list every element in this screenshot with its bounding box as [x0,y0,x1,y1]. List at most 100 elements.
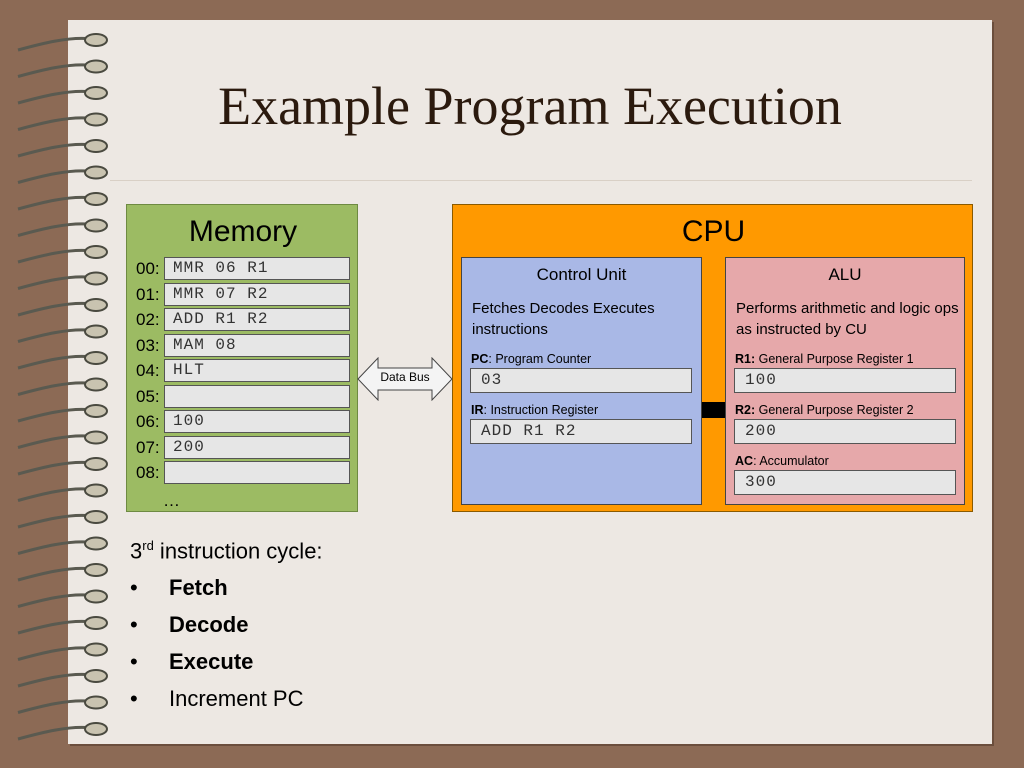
control-unit-panel: Control Unit Fetches Decodes Executes in… [461,257,702,505]
spiral-hole [84,271,108,286]
memory-cell: MMR 07 R2 [164,282,350,306]
memory-cell: ADD R1 R2 [164,308,350,331]
spiral-hole [84,377,108,392]
data-bus-label: Data Bus [380,370,430,384]
memory-address: 00: [136,259,160,278]
spiral-ring [17,646,93,661]
ac-label: AC: Accumulator [735,454,829,468]
spiral-binding [17,33,108,741]
memory-address: 01: [136,284,160,304]
bullet-icon: • [130,649,138,674]
spiral-hole [84,33,108,47]
spiral-ring [17,142,93,158]
bullet-icon: • [130,612,138,637]
spiral-ring [17,513,93,529]
spiral-ring [17,195,93,211]
memory-address: 02: [136,310,160,329]
spiral-hole [84,722,108,736]
spiral-hole [84,669,108,683]
spiral-ring [17,381,93,396]
r1-label: R1: General Purpose Register 1 [735,352,914,366]
title-divider [110,180,972,181]
spiral-hole [84,430,108,445]
spiral-hole [84,324,108,339]
r2-register: 200 [734,419,956,444]
spiral-ring [17,725,93,741]
bullet-icon: • [130,686,138,711]
alu-description: Performs arithmetic and logic ops as ins… [736,300,959,338]
spiral-hole [84,245,108,259]
spiral-ring [17,248,93,264]
memory-title: Memory [188,215,298,248]
spiral-ring [17,699,93,714]
control-unit-title: Control Unit [536,265,627,284]
spiral-ring [17,301,93,317]
cycle-step-label: Decode [169,612,249,637]
spiral-hole [84,218,108,233]
spiral-hole [84,112,108,127]
pc-label: PC: Program Counter [471,352,592,366]
spiral-ring [17,672,93,688]
memory-cell [164,461,350,484]
spiral-hole [84,351,108,365]
memory-address: 04: [136,361,160,380]
cycle-heading: 3rd instruction cycle: [130,538,323,564]
spiral-hole [84,695,108,710]
spiral-ring [17,487,93,502]
spiral-hole [84,457,108,471]
spiral-ring [17,407,93,423]
memory-cell: MAM 08 [164,333,350,357]
bullet-icon: • [130,575,138,600]
spiral-hole [84,616,108,630]
memory-cell: HLT [164,359,350,382]
spiral-ring [17,460,93,476]
spiral-ring [17,619,93,635]
cycle-step-label: Fetch [169,575,228,600]
spiral-hole [84,139,108,153]
spiral-hole [84,192,108,206]
spiral-hole [84,59,108,74]
spiral-ring [17,36,93,52]
spiral-ring [17,169,93,184]
spiral-hole [84,483,108,498]
memory-address: 03: [136,335,160,355]
ac-register: 300 [734,470,956,495]
spiral-hole [84,404,108,418]
memory-cell: MMR 06 R1 [164,257,350,280]
spiral-ring [17,222,93,237]
spiral-hole [84,510,108,524]
spiral-hole [84,536,108,551]
memory-address: 05: [136,386,160,406]
memory-ellipsis: … [163,491,180,510]
spiral-ring [17,275,93,290]
cu-alu-connector [702,402,725,418]
alu-panel: ALU Performs arithmetic and logic ops as… [725,257,965,505]
spiral-ring [17,354,93,370]
spiral-ring [17,434,93,449]
ir-label: IR: Instruction Register [471,403,599,417]
pc-register: 03 [470,368,692,393]
spiral-hole [84,165,108,180]
page-title: Example Program Execution [218,76,842,136]
memory-address: 07: [136,437,160,457]
cpu-title: CPU [681,215,746,248]
memory-cell: 200 [164,435,350,459]
cycle-step-label: Execute [169,649,254,674]
r2-label: R2: General Purpose Register 2 [735,403,914,417]
spiral-hole [84,298,108,312]
memory-address: 08: [136,463,160,482]
cycle-step-label: Increment PC [169,686,304,711]
spiral-ring [17,540,93,555]
r1-register: 100 [734,368,956,393]
spiral-hole [84,563,108,577]
spiral-hole [84,86,108,100]
cpu-panel: CPU Control Unit Fetches Decodes Execute… [452,204,973,512]
control-unit-description: Fetches Decodes Executes instructions [472,300,655,338]
spiral-hole [84,589,108,604]
memory-cell: 100 [164,410,350,433]
spiral-hole [84,642,108,657]
spiral-ring [17,566,93,582]
alu-title: ALU [828,265,862,284]
memory-address: 06: [136,412,160,431]
